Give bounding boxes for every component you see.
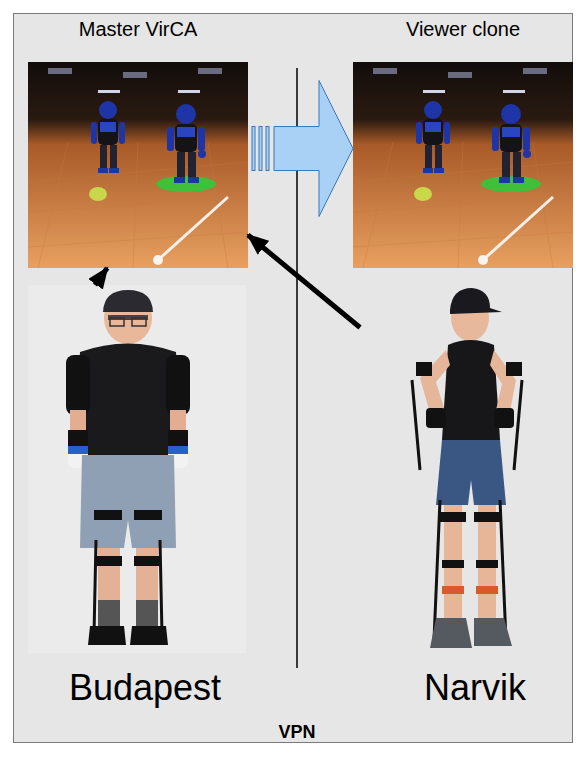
site-box: Narvik [360,285,585,710]
control-arrow [248,235,360,327]
person-figure [28,285,246,653]
network-label: VPN [247,722,347,743]
screenshot [28,62,248,268]
site-name: Budapest [20,666,270,710]
screen-box: Master VirCA [28,62,248,268]
site-name: Narvik [360,666,585,710]
person-figure [412,288,522,648]
screenshot [353,62,573,268]
stream-arrow [252,81,353,217]
site-box: Budapest [20,285,270,710]
panel-title: Viewer clone [333,18,585,41]
screen-box: Viewer clone [353,62,573,268]
frame [14,14,573,743]
control-arrow [95,268,107,285]
panel-title: Master VirCA [8,18,268,41]
